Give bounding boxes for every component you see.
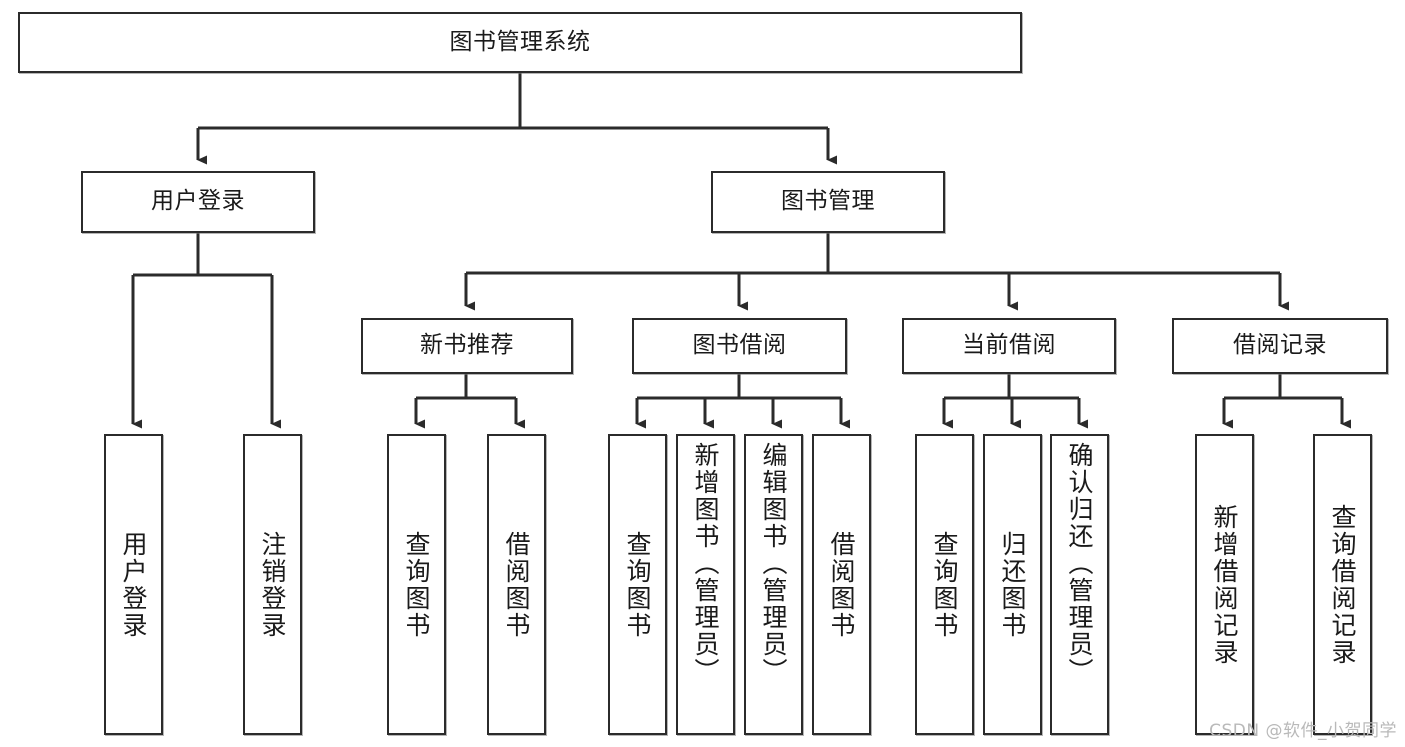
leaf-new-book-query-book[interactable]: 查询图书 <box>387 434 446 735</box>
node-label: 归还图书 <box>998 530 1027 639</box>
node-label: 查询借阅记录 <box>1328 503 1357 666</box>
leaf-book-borrow-query-book[interactable]: 查询图书 <box>608 434 667 735</box>
leaf-user-login-login[interactable]: 用户登录 <box>104 434 163 735</box>
node-label: 图书借阅 <box>692 332 787 359</box>
node-label: 借阅记录 <box>1233 332 1327 359</box>
node-current-borrow[interactable]: 当前借阅 <box>902 318 1116 374</box>
node-new-book-recommend[interactable]: 新书推荐 <box>361 318 573 374</box>
node-book-borrow[interactable]: 图书借阅 <box>632 318 847 374</box>
node-label: 新书推荐 <box>420 332 514 359</box>
leaf-current-borrow-return-book[interactable]: 归还图书 <box>983 434 1042 735</box>
node-user-login[interactable]: 用户登录 <box>81 171 315 233</box>
node-label: 查询图书 <box>930 530 959 639</box>
node-label: 当前借阅 <box>962 332 1056 359</box>
node-label: 用户登录 <box>119 530 148 639</box>
node-label: 图书管理 <box>781 188 875 215</box>
leaf-current-borrow-query-book[interactable]: 查询图书 <box>915 434 974 735</box>
leaf-user-login-logout[interactable]: 注销登录 <box>243 434 302 735</box>
node-book-management[interactable]: 图书管理 <box>711 171 945 233</box>
leaf-book-borrow-edit-book-admin[interactable]: 编辑图书（管理员） <box>744 434 803 735</box>
leaf-new-book-borrow-book[interactable]: 借阅图书 <box>487 434 546 735</box>
node-label: 编辑图书（管理员） <box>759 442 788 685</box>
node-label: 查询图书 <box>402 530 431 639</box>
node-label: 新增图书（管理员） <box>691 442 720 685</box>
leaf-current-borrow-confirm-return-admin[interactable]: 确认归还（管理员） <box>1050 434 1109 735</box>
node-label: 新增借阅记录 <box>1210 503 1239 666</box>
leaf-borrow-record-query-record[interactable]: 查询借阅记录 <box>1313 434 1372 735</box>
node-label: 借阅图书 <box>827 530 856 639</box>
node-label: 查询图书 <box>623 530 652 639</box>
node-label: 用户登录 <box>151 188 245 215</box>
node-label: 确认归还（管理员） <box>1065 442 1094 685</box>
leaf-book-borrow-add-book-admin[interactable]: 新增图书（管理员） <box>676 434 735 735</box>
node-label: 注销登录 <box>258 530 287 639</box>
leaf-book-borrow-borrow-book[interactable]: 借阅图书 <box>812 434 871 735</box>
node-label: 借阅图书 <box>502 530 531 639</box>
node-borrow-record[interactable]: 借阅记录 <box>1172 318 1388 374</box>
node-root-system[interactable]: 图书管理系统 <box>18 12 1022 73</box>
node-label: 图书管理系统 <box>449 28 591 55</box>
leaf-borrow-record-add-record[interactable]: 新增借阅记录 <box>1195 434 1254 735</box>
